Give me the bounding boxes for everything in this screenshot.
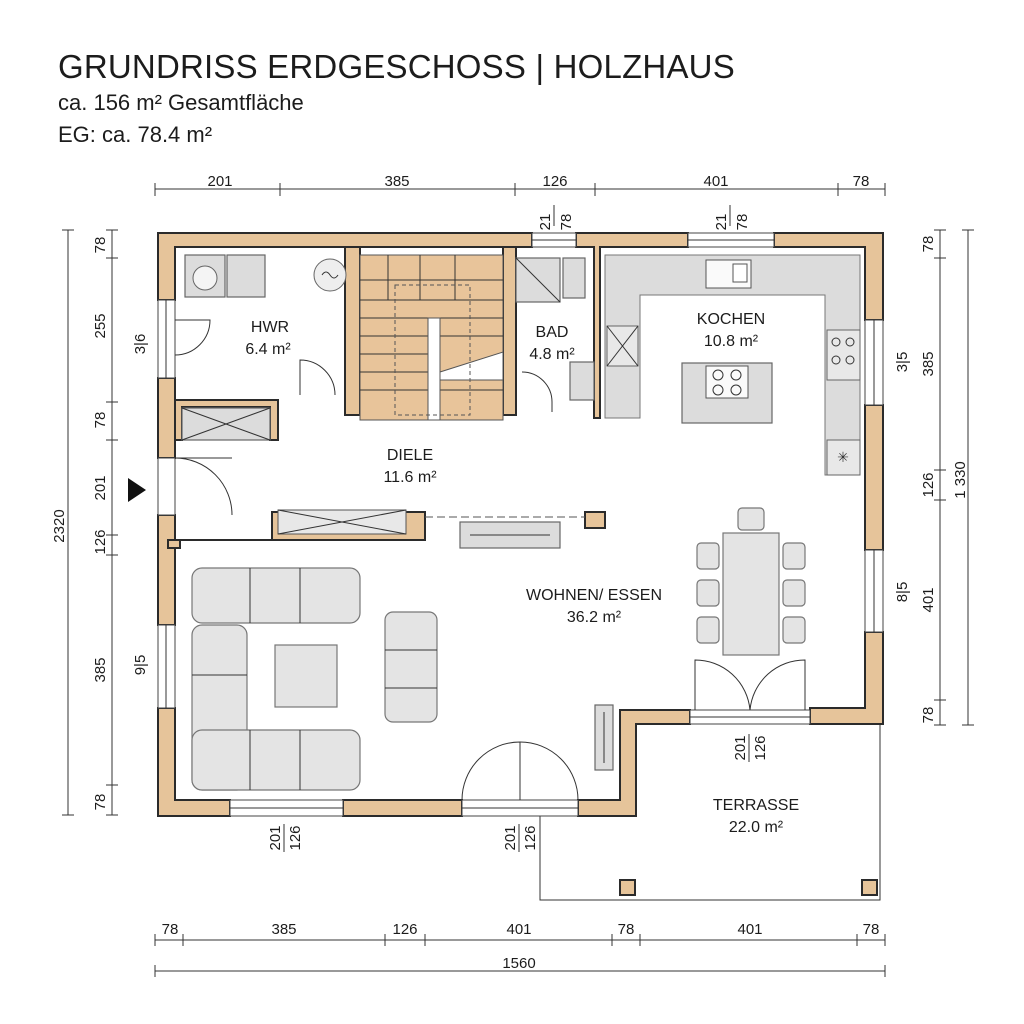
bottom-window-label-a: 201 126 bbox=[267, 824, 304, 852]
total-area-subtitle: ca. 156 m² Gesamtfläche bbox=[58, 90, 304, 115]
svg-text:78: 78 bbox=[734, 214, 751, 231]
svg-text:21: 21 bbox=[537, 214, 554, 231]
svg-text:10.8 m²: 10.8 m² bbox=[704, 333, 759, 350]
svg-text:BAD: BAD bbox=[536, 324, 569, 341]
dim-bottom-7: 78 bbox=[863, 921, 880, 938]
dim-left-2: 255 bbox=[92, 313, 109, 338]
dim-bottom-3: 126 bbox=[392, 921, 417, 938]
dim-left-total: 2320 bbox=[51, 509, 68, 542]
hall-fixtures bbox=[277, 509, 585, 549]
svg-text:78: 78 bbox=[558, 214, 575, 231]
hob-icon bbox=[831, 337, 841, 347]
room-label-terrasse: TERRASSE 22.0 m² bbox=[713, 797, 799, 836]
fan-icon: ✳ bbox=[837, 449, 849, 465]
hwr-fixtures bbox=[181, 254, 347, 441]
room-label-kochen: KOCHEN 10.8 m² bbox=[697, 311, 765, 350]
dim-left-6: 385 bbox=[92, 657, 109, 682]
svg-text:21: 21 bbox=[713, 214, 730, 231]
svg-text:DIELE: DIELE bbox=[387, 447, 433, 464]
dim-bottom-total: 1560 bbox=[502, 955, 535, 972]
plan-title: GRUNDRISS ERDGESCHOSS | HOLZHAUS bbox=[58, 48, 735, 85]
svg-text:11.6 m²: 11.6 m² bbox=[383, 469, 437, 486]
kitchen-fixtures: ✳ bbox=[604, 254, 861, 476]
room-label-bad: BAD 4.8 m² bbox=[529, 324, 575, 363]
svg-text:126: 126 bbox=[287, 825, 304, 850]
dim-right-window-1: 3|5 bbox=[894, 352, 911, 373]
dim-top-2: 385 bbox=[384, 173, 409, 190]
svg-text:126: 126 bbox=[752, 735, 769, 760]
svg-text:201: 201 bbox=[267, 825, 284, 850]
door-swings bbox=[174, 319, 806, 801]
dim-top-4: 401 bbox=[703, 173, 728, 190]
svg-text:36.2 m²: 36.2 m² bbox=[567, 609, 622, 626]
dim-left-1: 78 bbox=[92, 237, 109, 254]
dim-bottom-6: 401 bbox=[737, 921, 762, 938]
svg-text:6.4 m²: 6.4 m² bbox=[245, 341, 291, 358]
dim-top-3: 126 bbox=[542, 173, 567, 190]
svg-text:4.8 m²: 4.8 m² bbox=[529, 346, 575, 363]
room-label-wohnen: WOHNEN/ ESSEN 36.2 m² bbox=[526, 587, 662, 626]
dim-left-window-1: 3|6 bbox=[132, 334, 149, 355]
bottom-window-label-b: 201 126 bbox=[502, 824, 539, 852]
dim-left-7: 78 bbox=[92, 794, 109, 811]
dim-left-3: 78 bbox=[92, 412, 109, 429]
room-label-hwr: HWR 6.4 m² bbox=[245, 319, 291, 358]
dim-bottom-5: 78 bbox=[618, 921, 635, 938]
top-dimension-chain: 201 385 126 401 78 bbox=[154, 173, 886, 196]
top-window-label-b: 21 78 bbox=[713, 205, 751, 230]
dim-right-1: 78 bbox=[920, 236, 937, 253]
dim-left-5: 126 bbox=[92, 529, 109, 554]
svg-text:KOCHEN: KOCHEN bbox=[697, 311, 765, 328]
top-window-label-a: 21 78 bbox=[537, 205, 575, 230]
terrace bbox=[539, 725, 881, 901]
entrance-arrow-icon bbox=[128, 478, 146, 502]
dim-right-window-2: 8|5 bbox=[894, 582, 911, 603]
staircase bbox=[359, 254, 504, 421]
svg-text:201: 201 bbox=[502, 825, 519, 850]
svg-text:WOHNEN/ ESSEN: WOHNEN/ ESSEN bbox=[526, 587, 662, 604]
dim-right-3: 126 bbox=[920, 472, 937, 497]
dim-right-total: 1 330 bbox=[952, 461, 969, 499]
washing-machine-icon bbox=[192, 265, 218, 291]
svg-text:22.0 m²: 22.0 m² bbox=[729, 819, 784, 836]
dim-top-5: 78 bbox=[853, 173, 870, 190]
svg-text:126: 126 bbox=[522, 825, 539, 850]
dining-furniture bbox=[594, 507, 806, 771]
right-dimension-chain: 78 385 126 401 78 1 330 3|5 8|5 bbox=[894, 229, 974, 726]
left-dimension-chain: 2320 78 255 78 201 126 385 78 3|6 9|5 bbox=[51, 229, 149, 816]
living-furniture bbox=[191, 567, 438, 791]
dim-right-2: 385 bbox=[920, 351, 937, 376]
ground-floor-area-subtitle: EG: ca. 78.4 m² bbox=[58, 122, 213, 147]
entrance bbox=[128, 457, 233, 516]
dim-bottom-1: 78 bbox=[162, 921, 179, 938]
svg-text:201: 201 bbox=[732, 735, 749, 760]
room-label-diele: DIELE 11.6 m² bbox=[383, 447, 437, 486]
bottom-dimension-chain: 78 385 126 401 78 401 78 1560 bbox=[154, 921, 886, 977]
bath-fixtures bbox=[515, 257, 595, 401]
dim-bottom-4: 401 bbox=[506, 921, 531, 938]
svg-text:TERRASSE: TERRASSE bbox=[713, 797, 799, 814]
dim-top-1: 201 bbox=[207, 173, 232, 190]
dim-left-4: 201 bbox=[92, 475, 109, 500]
dim-bottom-2: 385 bbox=[271, 921, 296, 938]
dim-right-5: 78 bbox=[920, 707, 937, 724]
svg-text:HWR: HWR bbox=[251, 319, 289, 336]
dim-left-window-2: 9|5 bbox=[132, 655, 149, 676]
windows bbox=[157, 232, 884, 817]
terrace-window-label: 201 126 bbox=[732, 734, 769, 762]
dim-right-4: 401 bbox=[920, 587, 937, 612]
